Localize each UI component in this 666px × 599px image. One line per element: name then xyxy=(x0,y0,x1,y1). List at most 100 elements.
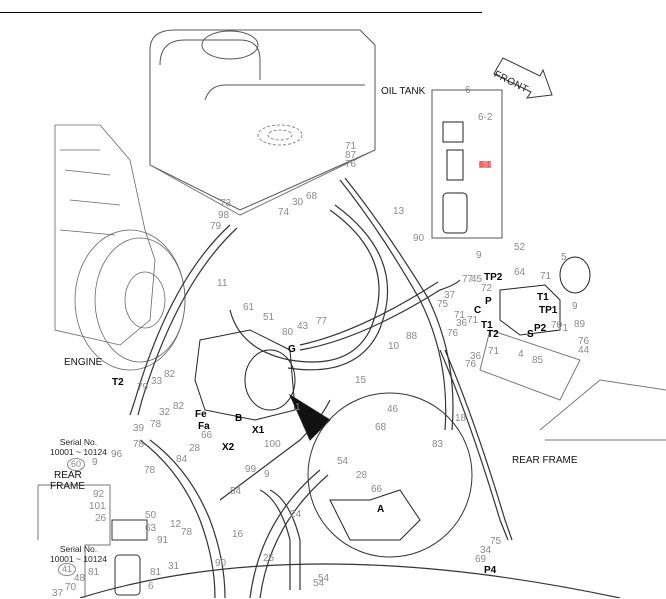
port-TP1: TP1 xyxy=(539,305,558,316)
part-label: 76 xyxy=(345,159,357,170)
part-label: 33 xyxy=(151,376,163,387)
part-label: 83 xyxy=(432,439,444,450)
part-label: 71 xyxy=(540,271,552,282)
part-label: 84 xyxy=(176,454,188,465)
part-label: 25 xyxy=(263,553,275,564)
port-C: C xyxy=(474,305,482,316)
part-label: 13 xyxy=(393,206,405,217)
port-A: A xyxy=(377,504,385,515)
part-label: 36 xyxy=(456,318,468,329)
port-S: S xyxy=(527,329,534,340)
port-Fe: Fe xyxy=(195,409,207,420)
part-label: 15 xyxy=(355,375,367,386)
part-label: 34 xyxy=(480,545,492,556)
part-label: 78 xyxy=(181,527,193,538)
part-label: 50 xyxy=(145,510,157,521)
part-label: 39 xyxy=(133,423,145,434)
part-label: 68 xyxy=(375,422,387,433)
part-label: 82 xyxy=(173,401,185,412)
serial-note-1: Serial No. 10001 ~ 10124 xyxy=(50,437,107,457)
part-label: 82 xyxy=(164,369,176,380)
part-label: 10 xyxy=(388,341,400,352)
part-label: 78 xyxy=(133,439,145,450)
part-label: 51 xyxy=(263,312,275,323)
part-label: 68 xyxy=(306,191,318,202)
front-arrow xyxy=(493,57,553,99)
part-label: 71 xyxy=(557,323,569,334)
port-P2: P2 xyxy=(534,323,547,334)
part-label: 81 xyxy=(88,567,100,578)
part-label: 26 xyxy=(95,513,107,524)
part-label: 9 xyxy=(264,469,270,480)
part-label: 85 xyxy=(532,355,544,366)
part-6-1-highlight[interactable]: 6-1 xyxy=(479,160,491,169)
part-label: 87 xyxy=(345,150,357,161)
part-label: 74 xyxy=(278,207,290,218)
part-label: 1 xyxy=(295,402,301,413)
part-label: 70 xyxy=(65,582,77,593)
part-label: 24 xyxy=(290,509,302,520)
inset-group-label: 6 xyxy=(465,85,471,96)
port-Fa: Fa xyxy=(198,421,210,432)
part-label: 78 xyxy=(150,419,162,430)
part-label: 71 xyxy=(345,141,357,152)
part-label: 9 xyxy=(476,250,482,261)
part-label: 80 xyxy=(282,327,294,338)
port-T1: T1 xyxy=(481,320,493,331)
part-label: 71 xyxy=(454,310,466,321)
part-6-2: 6-2 xyxy=(478,112,493,123)
part-label: 79 xyxy=(210,221,222,232)
part-label: 66 xyxy=(201,430,213,441)
part-label: 5 xyxy=(561,252,567,263)
serial-range: 10001 ~ 10124 xyxy=(50,554,107,565)
port-P: P xyxy=(485,296,492,307)
oil-tank-drawing xyxy=(149,29,376,216)
part-label: 52 xyxy=(514,242,526,253)
detail-circle xyxy=(307,392,473,558)
rear-frame-label: REAR FRAME xyxy=(512,455,578,466)
part-label: 101 xyxy=(89,501,106,512)
rear-frame-left-label-1: REAR xyxy=(54,470,82,481)
port-X1: X1 xyxy=(252,425,265,436)
part-label: 92 xyxy=(93,489,105,500)
part-label: 54 xyxy=(313,578,325,589)
part-label: 79 xyxy=(137,382,149,393)
part-label: 43 xyxy=(297,321,309,332)
part-label: 98 xyxy=(218,210,230,221)
header-rule xyxy=(0,12,482,13)
port-B: B xyxy=(235,413,243,424)
port-TP2: TP2 xyxy=(484,272,503,283)
part-label: 54 xyxy=(318,573,330,584)
part-label: 73 xyxy=(220,198,232,209)
part-label: 30 xyxy=(292,197,304,208)
port-T1-b: T1 xyxy=(537,292,549,303)
serial-label: Serial No. xyxy=(59,437,98,447)
part-label: 61 xyxy=(243,302,255,313)
pump-drawing xyxy=(194,329,331,441)
part-label: 54 xyxy=(230,486,242,497)
port-P4: P4 xyxy=(484,565,497,576)
inset-box xyxy=(431,89,503,239)
part-label: 89 xyxy=(574,319,586,330)
serial-label: Serial No. xyxy=(59,544,98,554)
part-label: 70 xyxy=(551,320,563,331)
part-label: 9 xyxy=(572,301,578,312)
part-label: 28 xyxy=(189,443,201,454)
part-label: 64 xyxy=(514,267,526,278)
part-label: 9 xyxy=(92,457,98,468)
part-label: 91 xyxy=(157,535,169,546)
part-label: 76 xyxy=(447,328,459,339)
part-label: 75 xyxy=(490,536,502,547)
port-T2-b: T2 xyxy=(112,377,124,388)
part-label: 71 xyxy=(467,315,479,326)
part-label: 75 xyxy=(437,299,449,310)
part-label: 36 xyxy=(470,351,482,362)
rear-frame-left-label-2: FRAME xyxy=(50,481,85,492)
part-label: 45 xyxy=(471,274,483,285)
part-label: 37 xyxy=(444,290,456,301)
part-label: 76 xyxy=(578,336,590,347)
part-label: 71 xyxy=(488,346,500,357)
part-label: 54 xyxy=(337,456,349,467)
port-X2: X2 xyxy=(222,442,235,453)
part-label: 90 xyxy=(413,233,425,244)
